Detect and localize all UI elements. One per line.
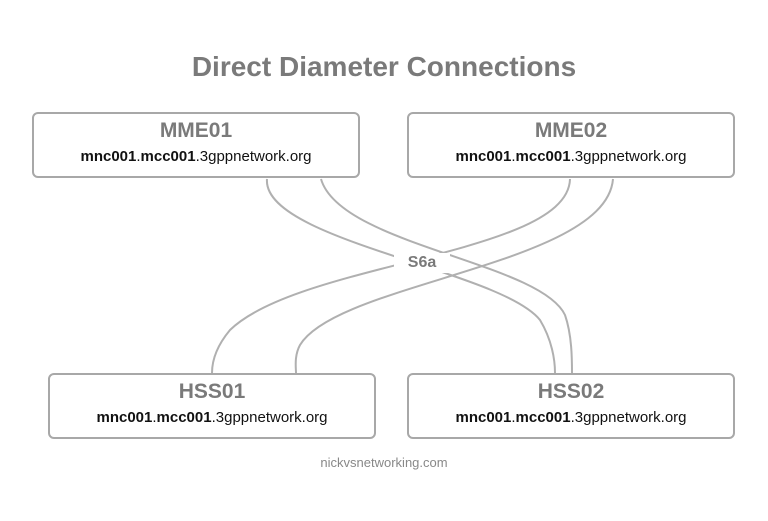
fqdn-mnc: mnc001 <box>80 148 137 165</box>
node-hss01: HSS01 mnc001.mcc001.3gppnetwork.org <box>48 373 376 439</box>
credit-text: nickvsnetworking.com <box>320 455 448 470</box>
fqdn-domain: .3gppnetwork.org <box>195 148 312 165</box>
link-mme01-hss02-a <box>265 178 556 374</box>
node-mme01: MME01 mnc001.mcc001.3gppnetwork.org <box>32 112 360 178</box>
fqdn-mnc: mnc001 <box>96 409 153 426</box>
fqdn-dot: . <box>511 148 516 165</box>
fqdn-dot: . <box>152 409 157 426</box>
node-name: HSS01 <box>178 380 246 403</box>
fqdn-dot: . <box>136 148 141 165</box>
fqdn-domain: .3gppnetwork.org <box>570 148 687 165</box>
fqdn-mcc: mcc001 <box>515 148 571 165</box>
node-fqdn: mnc001.mcc001.3gppnetwork.org <box>34 147 358 167</box>
fqdn-domain: .3gppnetwork.org <box>570 409 687 426</box>
node-mme02: MME02 mnc001.mcc001.3gppnetwork.org <box>407 112 735 178</box>
node-fqdn: mnc001.mcc001.3gppnetwork.org <box>50 408 374 428</box>
link-mme02-hss01-b <box>294 178 614 374</box>
link-mme01-hss02-b <box>320 178 573 374</box>
node-fqdn: mnc001.mcc001.3gppnetwork.org <box>409 147 733 167</box>
node-fqdn: mnc001.mcc001.3gppnetwork.org <box>409 408 733 428</box>
fqdn-mcc: mcc001 <box>515 409 571 426</box>
s6a-interface-label: S6a <box>394 253 450 273</box>
fqdn-domain: .3gppnetwork.org <box>211 409 328 426</box>
fqdn-mcc: mcc001 <box>140 148 196 165</box>
node-name: MME01 <box>159 119 233 142</box>
fqdn-mcc: mcc001 <box>156 409 212 426</box>
diagram-title: Direct Diameter Connections <box>191 51 577 82</box>
node-hss02: HSS02 mnc001.mcc001.3gppnetwork.org <box>407 373 735 439</box>
fqdn-mnc: mnc001 <box>455 409 512 426</box>
fqdn-mnc: mnc001 <box>455 148 512 165</box>
node-name: MME02 <box>534 119 608 142</box>
fqdn-dot: . <box>511 409 516 426</box>
link-mme02-hss01-a <box>211 178 571 374</box>
node-name: HSS02 <box>537 380 605 403</box>
